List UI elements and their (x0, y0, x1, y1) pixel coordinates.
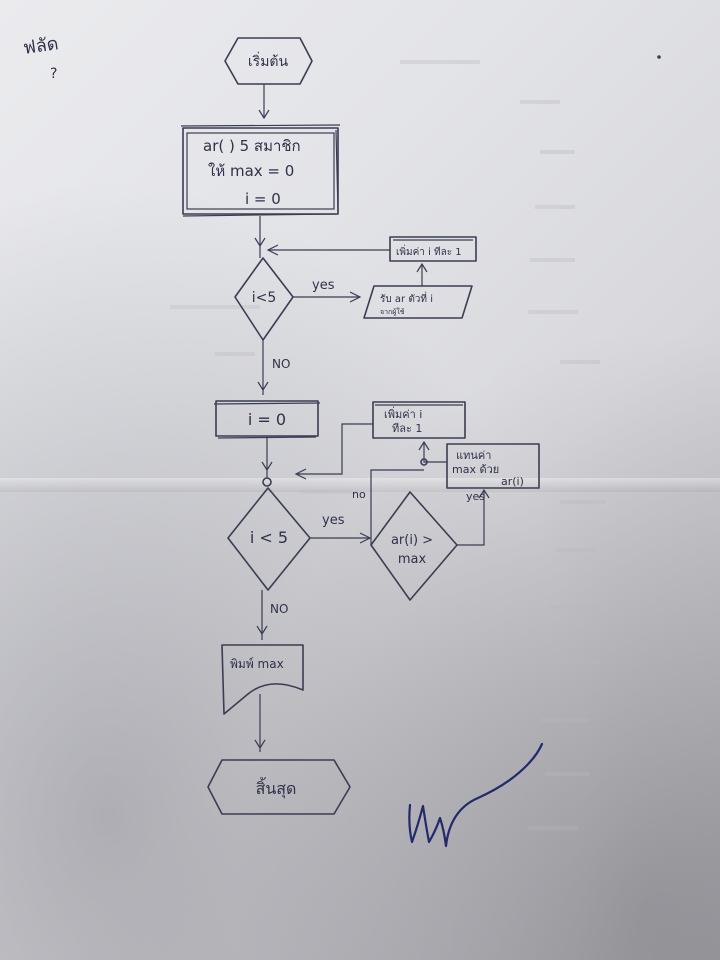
arrow-head (349, 291, 362, 303)
arrow-head (418, 440, 430, 451)
arrow-head (294, 468, 307, 480)
corner-note-line1: ฟลัด (22, 33, 60, 59)
input-ar-label: รับ ar ตัวที่ i (380, 291, 433, 305)
junction-dot (420, 458, 428, 466)
init-line-1: ar( ) 5 สมาชิก (203, 137, 301, 155)
cond2-label: i < 5 (250, 528, 288, 547)
yes3-label: yes (466, 490, 485, 503)
arrow-head (261, 461, 273, 472)
loop-back-arrow-2 (296, 423, 373, 475)
arrow-head (416, 262, 428, 273)
init-line-3: i = 0 (245, 190, 281, 208)
loop-condition-diamond-2 (227, 487, 311, 591)
assign-max-box (446, 443, 540, 489)
init-line-2: ให้ max = 0 (208, 162, 294, 180)
assign-line-1: แทนค่า (456, 449, 491, 462)
no3-label: no (352, 488, 366, 501)
yes1-label: yes (312, 278, 335, 293)
end-terminal (207, 759, 351, 815)
ink-dot (657, 55, 661, 59)
no2-label: NO (270, 602, 288, 616)
cond1-label: i<5 (252, 290, 277, 306)
increment-box-1 (389, 236, 477, 262)
arrow-head (257, 381, 269, 392)
cond3-line-1: ar(i) > (391, 533, 433, 548)
input-ar-sublabel: จากผู้ใช้ (380, 307, 405, 316)
assign-line-2: max ด้วย (452, 463, 499, 476)
arrow-head (478, 488, 490, 499)
flow-arrow-yes3 (457, 490, 485, 546)
arrow-head (256, 625, 268, 636)
paper-fold (0, 478, 720, 492)
signature-stroke (408, 742, 544, 848)
compare-diamond (370, 491, 458, 601)
init-process-box (180, 124, 341, 217)
cond3-line-2: max (398, 552, 427, 567)
arrow-head (266, 244, 279, 256)
junction-dot (262, 477, 272, 487)
assign-line-3: ar(i) (501, 475, 524, 488)
flow-arrow (423, 442, 447, 463)
arrow-head (254, 739, 266, 750)
inc1-label: เพิ่มค่า i ทีละ 1 (396, 244, 462, 258)
corner-note-line2: ? (50, 66, 57, 82)
input-ar-parallelogram (363, 285, 473, 319)
print-output-document (221, 644, 304, 715)
end-label: สิ้นสุด (256, 777, 297, 799)
arrow-head (254, 237, 266, 248)
arrow-head (258, 109, 270, 120)
arrow-head (359, 532, 372, 544)
start-label: เริ่มต้น (248, 52, 289, 70)
inc2-line-1: เพิ่มค่า i (384, 406, 422, 421)
reset-i-label: i = 0 (248, 410, 286, 429)
no1-label: NO (272, 357, 290, 371)
yes2-label: yes (322, 513, 345, 528)
bleed-through-text (170, 60, 605, 830)
start-terminal (224, 37, 313, 85)
inc2-line-2: ทีละ 1 (392, 422, 422, 435)
increment-box-2 (372, 401, 466, 439)
print-max-label: พิมพ์ max (230, 657, 284, 671)
flow-arrow-no3 (370, 469, 424, 545)
